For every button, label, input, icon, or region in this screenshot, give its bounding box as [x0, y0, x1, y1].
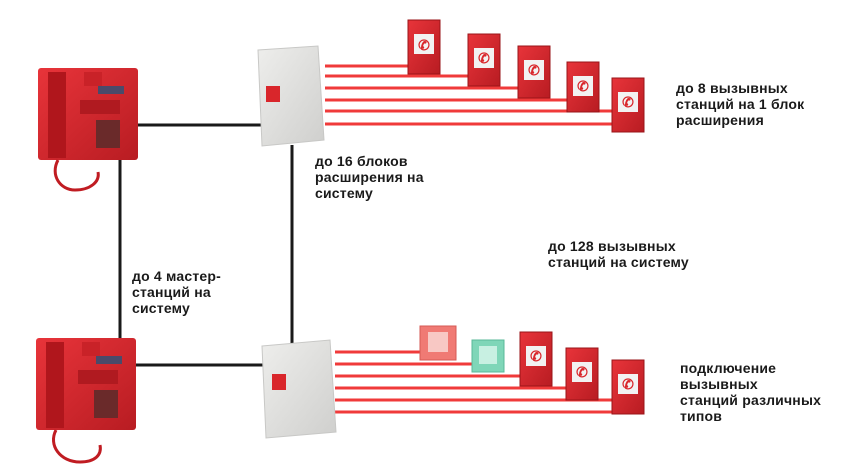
svg-text:✆: ✆: [622, 94, 634, 110]
svg-text:✆: ✆: [577, 78, 589, 94]
call-point-icon: ✆: [519, 331, 553, 387]
cabinet-icon: [257, 45, 325, 147]
call-point-icon: [419, 325, 457, 361]
label-stations-per-block: до 8 вызывных станций на 1 блок расширен…: [676, 80, 805, 128]
svg-text:✆: ✆: [530, 348, 542, 364]
svg-text:✆: ✆: [418, 37, 430, 53]
label-master-stations: до 4 мастер- станций на систему: [132, 268, 222, 316]
call-point-icon: ✆: [566, 61, 600, 113]
master-bus-wires: [118, 123, 294, 367]
call-point-icon: ✆: [611, 359, 645, 415]
expansion-block-top: [257, 45, 325, 147]
label-different-types: подключение вызывных станций различных т…: [680, 360, 822, 424]
call-stations-bottom: ✆ ✆ ✆: [419, 325, 645, 415]
label-blocks-per-system: до 16 блоков расширения на систему: [315, 153, 424, 201]
call-stations-top: ✆ ✆ ✆ ✆ ✆: [407, 19, 645, 133]
svg-text:✆: ✆: [478, 50, 490, 66]
expansion-block-bottom: [261, 339, 337, 439]
call-point-icon: ✆: [517, 45, 551, 99]
svg-text:✆: ✆: [622, 376, 634, 392]
svg-text:✆: ✆: [576, 364, 588, 380]
call-point-icon: ✆: [565, 347, 599, 401]
master-station-bottom: [36, 338, 136, 464]
master-station-top: [38, 68, 138, 192]
label-stations-per-system: до 128 вызывных станций на систему: [548, 238, 689, 270]
call-point-icon: [471, 339, 505, 373]
call-point-icon: ✆: [467, 33, 501, 87]
svg-text:✆: ✆: [528, 62, 540, 78]
call-point-icon: ✆: [407, 19, 441, 75]
call-point-icon: ✆: [611, 77, 645, 133]
cabinet-icon: [261, 339, 337, 439]
